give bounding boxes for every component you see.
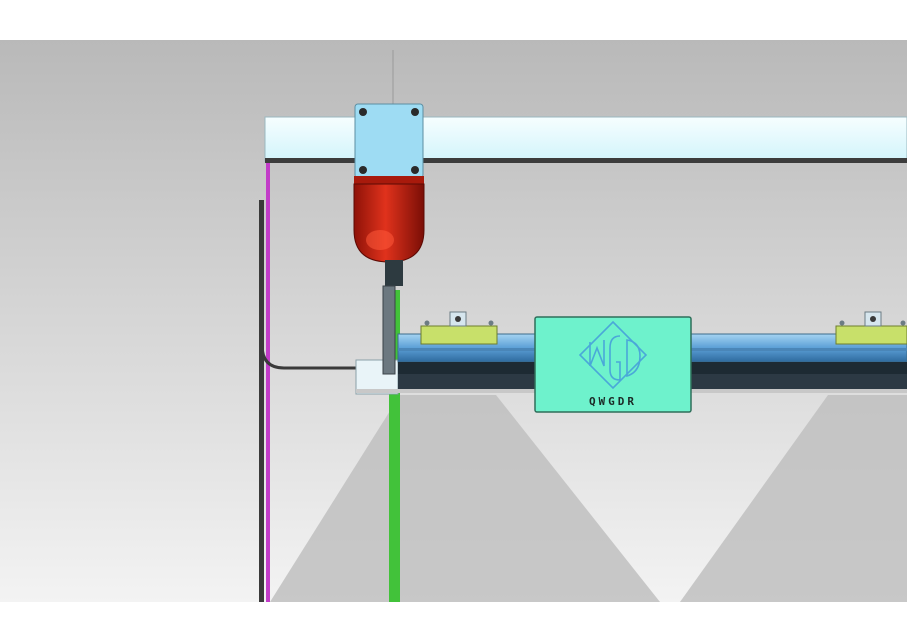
bent-rod — [260, 200, 396, 370]
bottom-strip — [0, 602, 907, 642]
brand-logo-icon — [578, 320, 648, 390]
green-cable — [389, 290, 400, 602]
motor-body — [353, 183, 425, 263]
mount-screw — [359, 108, 367, 116]
rail-clamp-left — [420, 311, 498, 345]
rail-clamp-right — [835, 311, 907, 345]
brand-label: QWGDR — [589, 395, 637, 408]
motor-shaft — [385, 260, 403, 286]
left-frame-post — [259, 200, 264, 602]
brand-plate: QWGDR — [534, 316, 692, 413]
mount-screw — [411, 108, 419, 116]
magenta-cable — [266, 163, 270, 602]
mount-screw — [411, 166, 419, 174]
motor-highlight — [366, 230, 394, 250]
motor-collar — [354, 176, 424, 184]
light-cone-right — [680, 395, 907, 602]
motor-arm — [382, 285, 396, 375]
motor-assembly — [353, 103, 425, 375]
top-beam-edge — [265, 158, 907, 163]
mount-screw — [359, 166, 367, 174]
light-cone-left — [270, 395, 660, 602]
